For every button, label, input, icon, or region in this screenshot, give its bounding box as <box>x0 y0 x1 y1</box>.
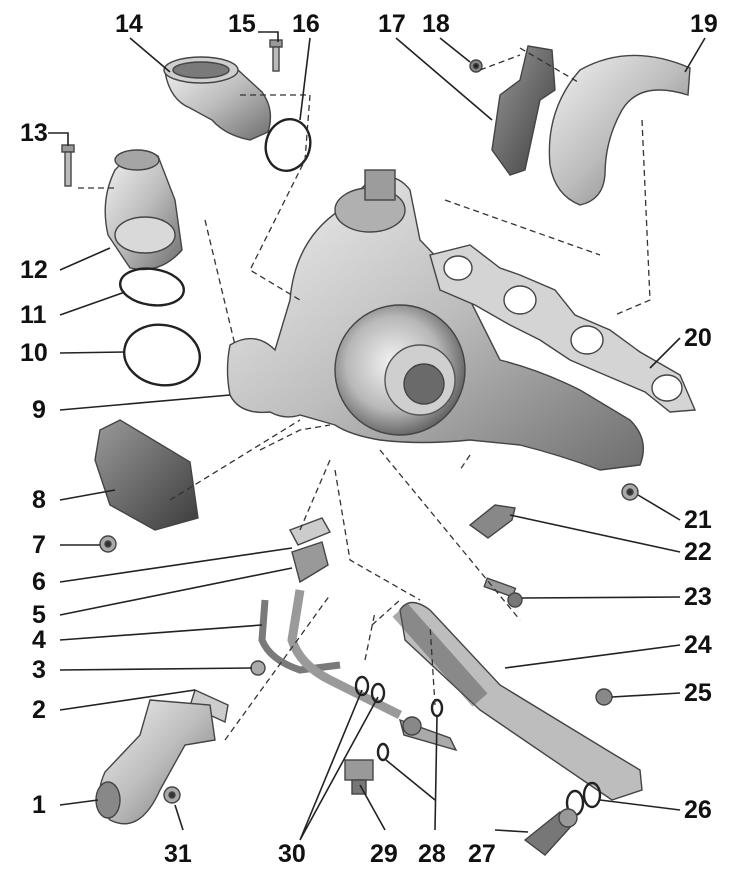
callout-20: 20 <box>684 324 712 352</box>
seal-ring-11-part <box>119 267 185 307</box>
oil-supply-line-part <box>258 599 341 674</box>
elbow-pipe-part <box>95 699 216 825</box>
callout-9: 9 <box>32 396 46 424</box>
callout-8: 8 <box>32 486 46 514</box>
gasket-6-part <box>289 517 332 546</box>
callout-23: 23 <box>684 583 712 611</box>
callout-21: 21 <box>684 506 712 534</box>
nut-31-part <box>163 786 181 804</box>
seal-28a-part <box>430 698 444 718</box>
union-fitting-part <box>398 716 458 752</box>
callout-12: 12 <box>20 256 48 284</box>
seal-ring-10-part <box>123 323 201 387</box>
heat-shield-8-part <box>94 419 199 531</box>
manifold-gasket-part <box>429 244 697 413</box>
seal-ring-26b-part <box>582 781 602 809</box>
seal-30a-part <box>354 675 370 697</box>
seal-28b-part <box>376 742 390 762</box>
callout-2: 2 <box>32 696 46 724</box>
callout-labels: 14 15 16 17 18 19 13 12 11 10 9 8 7 6 5 … <box>20 10 718 868</box>
bolt-13-part <box>61 144 75 187</box>
heat-shield-part <box>548 54 691 206</box>
callout-29: 29 <box>370 840 398 868</box>
callout-28: 28 <box>418 840 446 868</box>
oil-return-line-part <box>287 589 403 720</box>
o-ring-16-part <box>264 118 312 172</box>
callout-3: 3 <box>32 656 46 684</box>
callout-13: 13 <box>20 119 48 147</box>
callout-17: 17 <box>378 10 406 38</box>
callout-27: 27 <box>468 840 496 868</box>
callout-7: 7 <box>32 531 46 559</box>
heat-shield-bracket-part <box>491 45 556 176</box>
banjo-bolt-3-part <box>250 660 266 676</box>
callout-1: 1 <box>32 791 46 819</box>
flange-5-part <box>291 541 329 584</box>
callout-30: 30 <box>278 840 306 868</box>
seal-30b-part <box>370 682 386 704</box>
nut-21-part <box>621 483 639 501</box>
oil-return-pipe-part <box>392 601 643 801</box>
callout-18: 18 <box>422 10 450 38</box>
callout-11: 11 <box>20 301 47 329</box>
nut-25-part <box>595 688 613 706</box>
banjo-bolt-27-part <box>523 808 578 856</box>
callout-16: 16 <box>292 10 320 38</box>
leader-lines <box>48 31 706 841</box>
connecting-pipe-part <box>104 149 183 271</box>
callout-5: 5 <box>32 601 46 629</box>
turbocharger-part <box>226 169 644 471</box>
sensor-22-part <box>468 504 516 539</box>
nut-7-part <box>99 535 117 553</box>
assembly-lines <box>78 47 651 741</box>
callout-31: 31 <box>164 840 192 868</box>
callout-6: 6 <box>32 568 46 596</box>
callout-4: 4 <box>32 626 46 654</box>
callout-22: 22 <box>684 538 712 566</box>
bolt-23-part <box>483 577 523 608</box>
callout-19: 19 <box>690 10 718 38</box>
callout-24: 24 <box>684 631 712 659</box>
callout-15: 15 <box>228 10 256 38</box>
callout-14: 14 <box>115 10 143 38</box>
callout-25: 25 <box>684 679 712 707</box>
callout-10: 10 <box>20 339 48 367</box>
intake-elbow-part <box>163 56 272 141</box>
bolt-18-part <box>469 59 483 73</box>
bolt-29-part <box>344 759 374 795</box>
callout-26: 26 <box>684 796 712 824</box>
bolt-15-part <box>269 39 283 72</box>
